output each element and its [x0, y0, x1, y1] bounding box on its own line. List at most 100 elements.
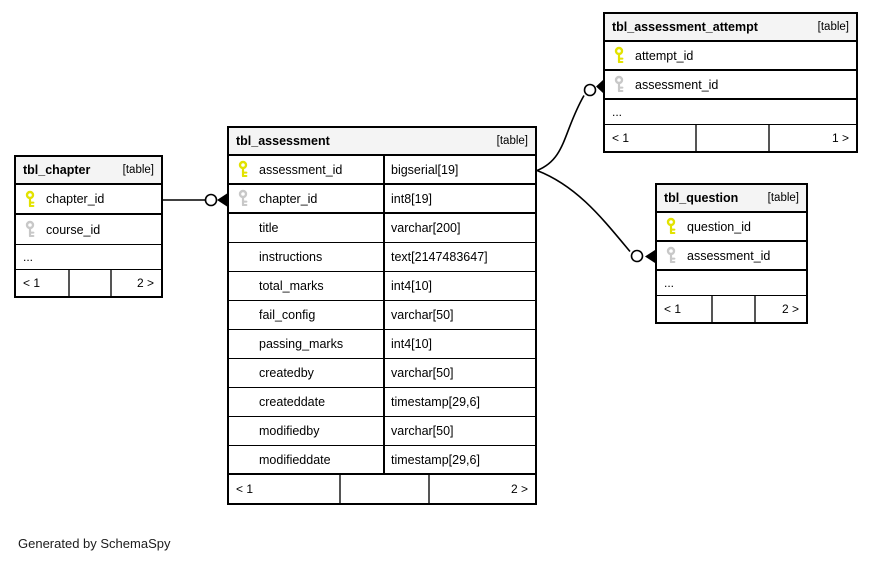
foreign-key-icon [614, 75, 624, 93]
column-type: int4[10] [383, 330, 535, 358]
column-name: modifieddate [259, 452, 331, 467]
column-name: instructions [259, 250, 323, 264]
column-type: timestamp[29,6] [383, 388, 535, 416]
column-row: assessment_id bigserial[19] [229, 156, 535, 185]
table-tbl-assessment-attempt[interactable]: tbl_assessment_attempt [table] attempt_i… [603, 12, 858, 153]
table-header: tbl_assessment_attempt [table] [605, 14, 856, 42]
column-name: course_id [46, 222, 101, 237]
column-row: title varchar[200] [229, 214, 535, 243]
column-name: fail_config [259, 308, 316, 322]
column-type: int4[10] [383, 272, 535, 300]
relationship-line [536, 169, 631, 253]
column-type: varchar[200] [383, 214, 535, 242]
column-name: modifiedby [259, 424, 320, 438]
table-footer: < 1 2 > [229, 475, 535, 503]
column-row: modifiedby varchar[50] [229, 417, 535, 446]
arrowhead-icon [217, 193, 227, 207]
column-name: assessment_id [687, 248, 771, 263]
relationship-chapter-assessment [163, 193, 227, 207]
table-name[interactable]: tbl_chapter [23, 163, 91, 177]
schemaspy-credit: Generated by SchemaSpy [18, 536, 171, 551]
table-badge: [table] [767, 192, 799, 204]
foreign-key-icon [666, 246, 676, 264]
column-type: text[2147483647] [383, 243, 535, 271]
column-name: createdby [259, 366, 314, 380]
column-row: attempt_id [605, 42, 856, 71]
table-badge: [table] [122, 164, 154, 176]
column-name: question_id [687, 219, 751, 234]
column-name: chapter_id [46, 192, 105, 206]
primary-key-icon [238, 160, 248, 178]
column-name: passing_marks [259, 337, 344, 351]
footer-middle [695, 125, 768, 151]
table-header: tbl_question [table] [657, 185, 806, 213]
footer-left: < 1 [664, 302, 682, 316]
cardinality-circle-icon [204, 193, 218, 207]
table-header: tbl_chapter [table] [16, 157, 161, 185]
footer-left: < 1 [236, 482, 254, 496]
column-row: passing_marks int4[10] [229, 330, 535, 359]
table-name[interactable]: tbl_assessment [236, 134, 330, 148]
more-columns-indicator: ... [16, 245, 161, 270]
column-type: int8[19] [383, 185, 535, 212]
column-row: createdby varchar[50] [229, 359, 535, 388]
column-row: assessment_id [657, 242, 806, 271]
footer-middle [68, 270, 110, 296]
column-row: total_marks int4[10] [229, 272, 535, 301]
column-name: chapter_id [259, 191, 318, 206]
relationship-assessment-attempt [536, 80, 603, 172]
primary-key-icon [614, 46, 624, 64]
column-name: assessment_id [635, 77, 719, 92]
column-row: chapter_id int8[19] [229, 185, 535, 214]
primary-key-icon [25, 190, 35, 207]
footer-left: < 1 [23, 276, 41, 290]
more-columns-indicator: ... [605, 100, 856, 125]
table-footer: < 1 2 > [16, 270, 161, 296]
table-name[interactable]: tbl_assessment_attempt [612, 20, 758, 34]
column-type: varchar[50] [383, 359, 535, 387]
table-header: tbl_assessment [table] [229, 128, 535, 156]
arrowhead-icon [645, 250, 655, 263]
footer-middle [339, 475, 428, 503]
cardinality-circle-icon [583, 83, 597, 97]
table-tbl-chapter[interactable]: tbl_chapter [table] chapter_id course_id… [14, 155, 163, 298]
column-row: course_id [16, 215, 161, 245]
column-row: chapter_id [16, 185, 161, 215]
table-badge: [table] [496, 135, 528, 147]
table-footer: < 1 1 > [605, 125, 856, 151]
footer-right: 2 > [427, 475, 535, 503]
column-row: modifieddate timestamp[29,6] [229, 446, 535, 475]
footer-right: 1 > [768, 125, 856, 151]
table-name[interactable]: tbl_question [664, 191, 739, 205]
more-columns-indicator: ... [657, 271, 806, 296]
column-row: fail_config varchar[50] [229, 301, 535, 330]
foreign-key-icon [238, 189, 248, 207]
column-name: total_marks [259, 279, 324, 293]
column-type: varchar[50] [383, 301, 535, 329]
table-footer: < 1 2 > [657, 296, 806, 322]
table-tbl-question[interactable]: tbl_question [table] question_id assessm… [655, 183, 808, 324]
column-name: createddate [259, 395, 326, 409]
arrowhead-icon [596, 80, 603, 93]
column-row: assessment_id [605, 71, 856, 100]
column-name: assessment_id [259, 162, 343, 177]
primary-key-icon [666, 217, 676, 235]
column-type: bigserial[19] [383, 156, 535, 183]
table-badge: [table] [817, 21, 849, 33]
relationship-line [536, 95, 585, 172]
column-row: question_id [657, 213, 806, 242]
column-row: createddate timestamp[29,6] [229, 388, 535, 417]
column-name: title [259, 221, 279, 235]
cardinality-circle-icon [630, 249, 644, 263]
column-row: instructions text[2147483647] [229, 243, 535, 272]
relationship-assessment-question [536, 169, 655, 263]
footer-right: 2 > [110, 270, 161, 296]
table-tbl-assessment[interactable]: tbl_assessment [table] assessment_id big… [227, 126, 537, 505]
footer-right: 2 > [753, 296, 806, 322]
column-type: varchar[50] [383, 417, 535, 445]
footer-left: < 1 [612, 131, 630, 145]
column-type: timestamp[29,6] [383, 446, 535, 473]
footer-middle [710, 296, 754, 322]
foreign-key-icon [25, 220, 35, 238]
